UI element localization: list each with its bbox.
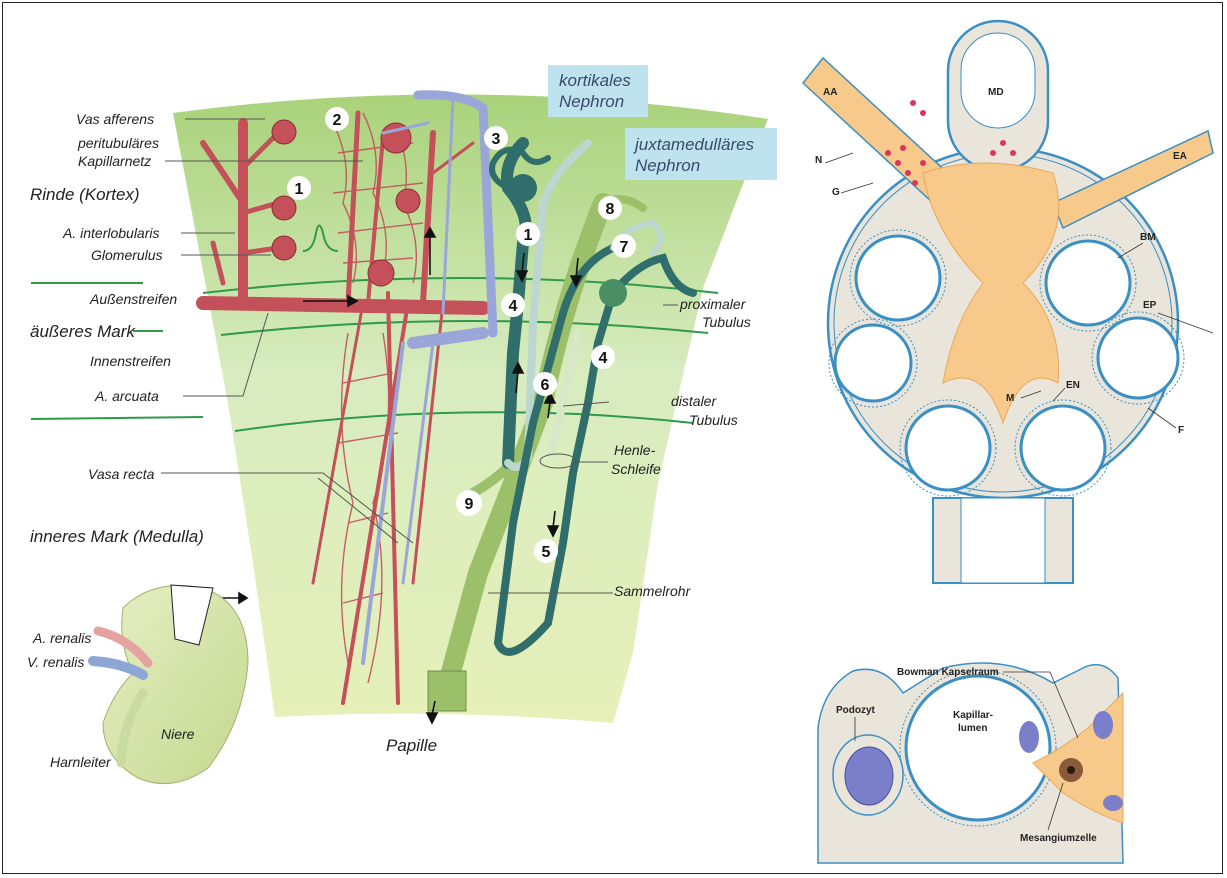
- box-juxta-line1: juxtamedulläres: [633, 135, 755, 154]
- label-MD: MD: [988, 87, 1004, 98]
- label-podozyt: Podozyt: [836, 705, 876, 716]
- marker-5: 5: [542, 544, 551, 561]
- label-peritubulaeres-1: peritubuläres: [77, 135, 159, 151]
- marker-9: 9: [465, 496, 474, 513]
- kidney-inset: A. renalis V. renalis Niere Harnleiter: [27, 585, 248, 784]
- label-a-interlobularis: A. interlobularis: [62, 225, 160, 241]
- label-bowman: Bowman Kapselraum: [897, 667, 999, 678]
- label-henle-1: Henle-: [614, 442, 656, 458]
- label-peritubulaeres-2: Kapillarnetz: [78, 153, 151, 169]
- marker-7: 7: [620, 239, 629, 256]
- label-vasa-recta: Vasa recta: [88, 466, 155, 482]
- label-henle-2: Schleife: [611, 461, 661, 477]
- marker-8: 8: [606, 201, 615, 218]
- label-inneres-mark: inneres Mark (Medulla): [30, 527, 204, 546]
- label-proximaler-1: proximaler: [679, 296, 747, 312]
- label-N: N: [815, 155, 822, 166]
- glomerulus-cross-section: AA MD N G EA BM EP EN M F: [803, 21, 1213, 583]
- label-glomerulus: Glomerulus: [91, 247, 163, 263]
- label-F: F: [1178, 425, 1184, 436]
- nephron-diagram: 1 2 3 1 8 7 4 4 6 9 5 kortikales Nephron…: [3, 3, 1223, 874]
- marker-4a: 4: [509, 298, 518, 315]
- marker-4b: 4: [599, 350, 608, 367]
- label-EN: EN: [1066, 380, 1080, 391]
- box-kortikales-line2: Nephron: [559, 92, 624, 111]
- marker-1b: 1: [524, 227, 533, 244]
- mesangium-detail: Bowman Kapselraum Podozyt Kapillar- lume…: [818, 663, 1123, 863]
- label-mesangium: Mesangiumzelle: [1020, 833, 1097, 844]
- label-harnleiter: Harnleiter: [50, 754, 112, 770]
- label-EP: EP: [1143, 300, 1157, 311]
- label-M: M: [1006, 393, 1014, 404]
- label-papille: Papille: [386, 736, 437, 755]
- label-aussenstreifen: Außenstreifen: [89, 291, 177, 307]
- label-distaler-1: distaler: [671, 393, 717, 409]
- label-sammelrohr: Sammelrohr: [614, 583, 692, 599]
- marker-1a: 1: [295, 181, 304, 198]
- label-v-renalis: V. renalis: [27, 654, 84, 670]
- label-a-renalis: A. renalis: [32, 630, 91, 646]
- label-innenstreifen: Innenstreifen: [90, 353, 171, 369]
- box-kortikales-line1: kortikales: [559, 71, 631, 90]
- box-juxta-line2: Nephron: [635, 156, 700, 175]
- label-kapillar-1: Kapillar-: [953, 710, 993, 721]
- label-vas-afferens: Vas afferens: [76, 111, 154, 127]
- label-aeusseres-mark: äußeres Mark: [30, 322, 136, 341]
- label-G: G: [832, 187, 840, 198]
- label-proximaler-2: Tubulus: [702, 314, 751, 330]
- label-BM: BM: [1140, 232, 1156, 243]
- marker-6: 6: [541, 377, 550, 394]
- label-EA: EA: [1173, 151, 1187, 162]
- label-rinde: Rinde (Kortex): [30, 185, 140, 204]
- label-AA: AA: [823, 87, 837, 98]
- label-kapillar-2: lumen: [958, 723, 987, 734]
- label-distaler-2: Tubulus: [689, 412, 738, 428]
- label-niere: Niere: [161, 726, 195, 742]
- marker-2: 2: [333, 112, 342, 129]
- marker-3: 3: [492, 131, 501, 148]
- label-a-arcuata: A. arcuata: [94, 388, 159, 404]
